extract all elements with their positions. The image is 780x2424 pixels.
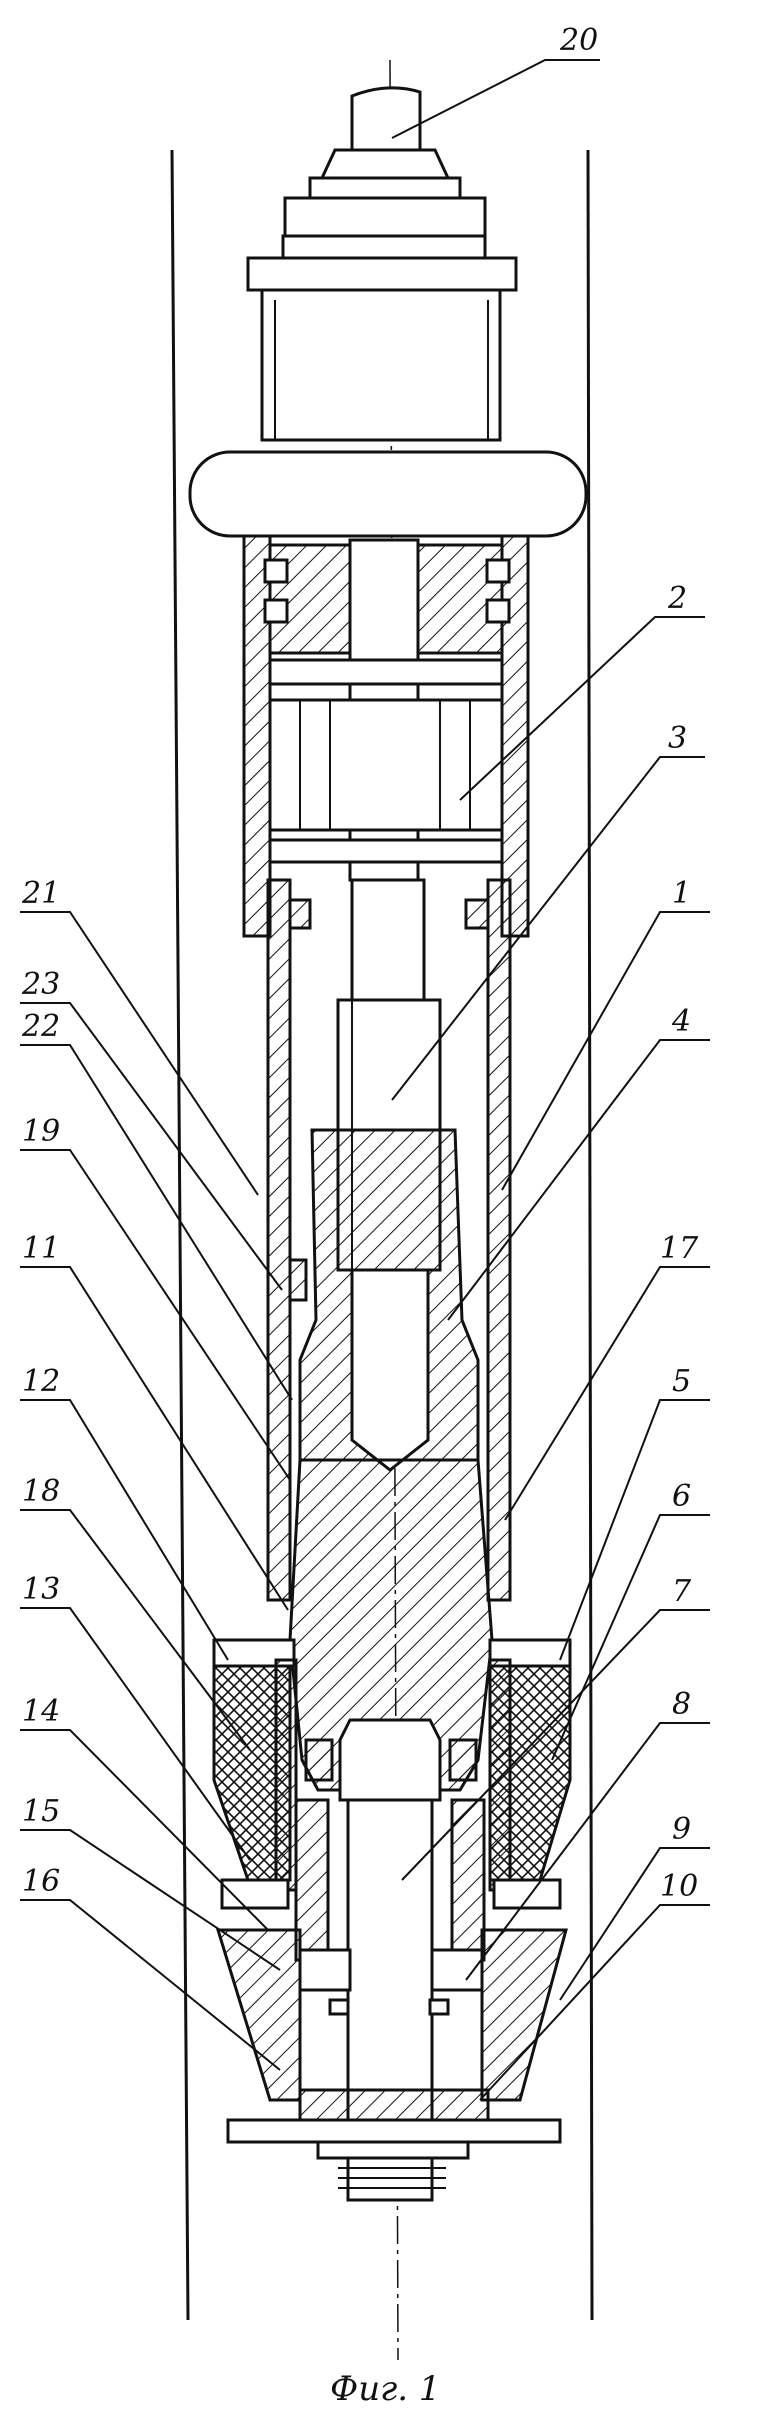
label-18: 18 bbox=[22, 1474, 60, 1509]
sleeve bbox=[298, 1128, 480, 1472]
label-23: 23 bbox=[21, 967, 60, 1002]
label-4: 4 bbox=[671, 1004, 691, 1039]
figure-caption: Фиг. 1 bbox=[330, 2369, 441, 2409]
casing-walls bbox=[170, 149, 594, 2321]
label-21: 21 bbox=[21, 876, 60, 911]
packer-element bbox=[212, 1638, 572, 1910]
label-16: 16 bbox=[22, 1864, 60, 1899]
label-6: 6 bbox=[672, 1479, 691, 1514]
label-7: 7 bbox=[672, 1574, 692, 1609]
label-1: 1 bbox=[672, 876, 691, 911]
bottom-plate bbox=[226, 2088, 562, 2189]
label-22: 22 bbox=[21, 1009, 60, 1044]
top-rod bbox=[281, 86, 487, 260]
label-15: 15 bbox=[22, 1794, 60, 1829]
label-10: 10 bbox=[660, 1869, 698, 1904]
label-9: 9 bbox=[672, 1812, 691, 1847]
label-13: 13 bbox=[22, 1572, 60, 1607]
upper-body bbox=[246, 256, 518, 442]
label-14: 14 bbox=[22, 1694, 60, 1729]
label-17: 17 bbox=[660, 1231, 699, 1266]
slips bbox=[215, 1928, 568, 2102]
gear bbox=[268, 698, 504, 864]
label-11: 11 bbox=[22, 1231, 60, 1266]
label-20: 20 bbox=[559, 23, 598, 58]
label-12: 12 bbox=[22, 1364, 60, 1399]
mandrel bbox=[288, 1458, 494, 1802]
label-2: 2 bbox=[667, 581, 687, 616]
flange-disk bbox=[188, 450, 588, 538]
label-5: 5 bbox=[672, 1364, 691, 1399]
leader-lines bbox=[20, 59, 710, 2101]
label-19: 19 bbox=[22, 1114, 60, 1149]
callout-labels: 20 2 3 21 1 23 4 22 19 11 17 5 12 18 6 1… bbox=[21, 23, 699, 1904]
housing-tube bbox=[266, 878, 512, 1602]
label-3: 3 bbox=[668, 721, 687, 756]
label-8: 8 bbox=[672, 1687, 691, 1722]
